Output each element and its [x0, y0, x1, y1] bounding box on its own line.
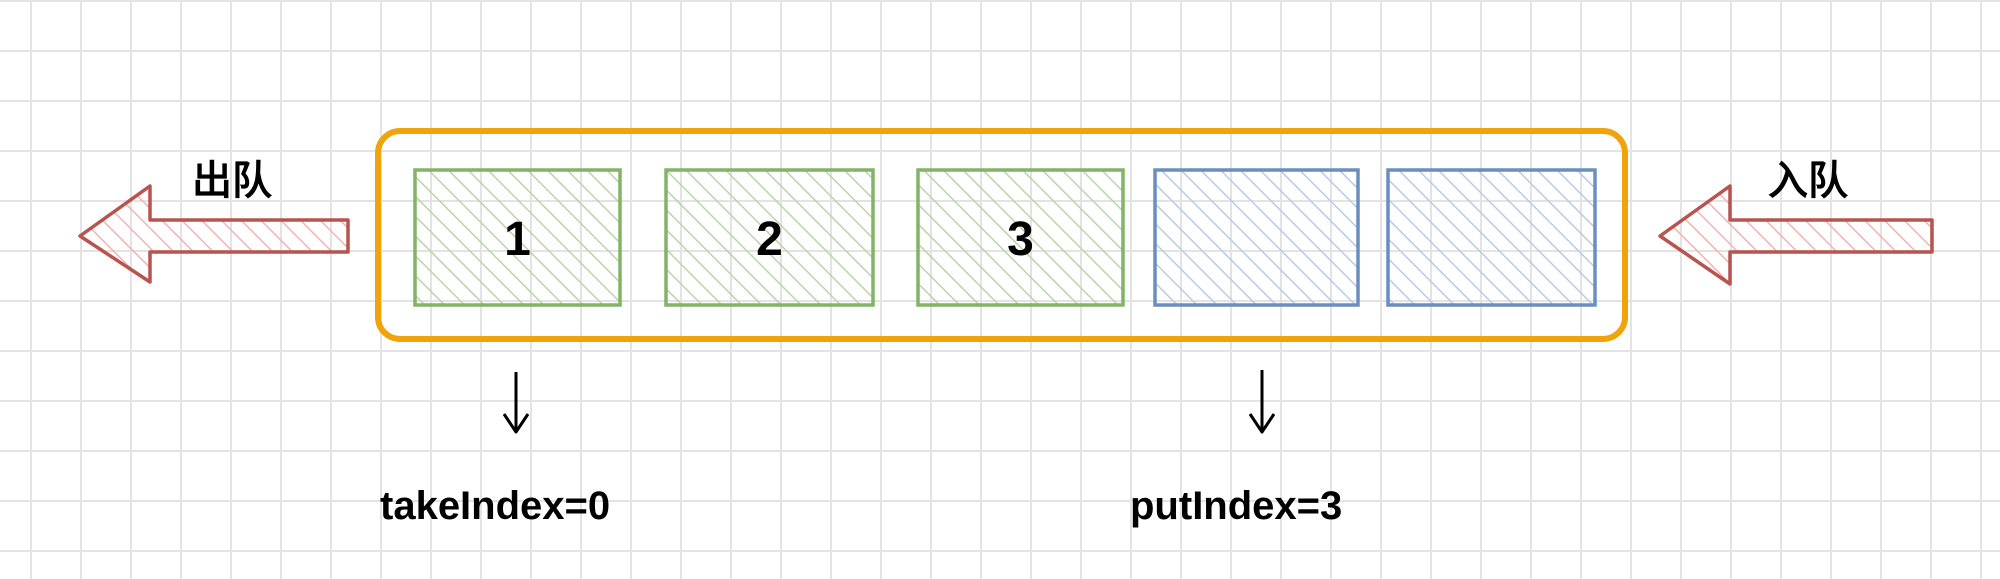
queue-slot-2: [664, 168, 875, 307]
enqueue-arrow-icon: [1658, 184, 1934, 286]
queue-slot-3: [916, 168, 1125, 307]
take-index-pointer-icon: [502, 372, 530, 434]
queue-slot-value: 3: [1007, 213, 1034, 266]
queue-slot-1: [413, 168, 622, 307]
dequeue-label: 出队: [192, 159, 272, 203]
put-index-pointer-icon: [1248, 370, 1276, 434]
queue-slot-value: 1: [504, 213, 531, 266]
queue-slot-5: [1386, 168, 1597, 307]
queue-slot-value: 2: [756, 213, 783, 266]
put-index-label: putIndex=3: [1130, 484, 1343, 528]
queue-slot-4: [1153, 168, 1360, 307]
queue-slots: [413, 168, 1597, 307]
queue-container: [375, 128, 1628, 342]
enqueue-label: 入队: [1768, 159, 1848, 203]
dequeue-arrow-icon: [78, 184, 350, 284]
take-index-label: takeIndex=0: [380, 484, 611, 528]
